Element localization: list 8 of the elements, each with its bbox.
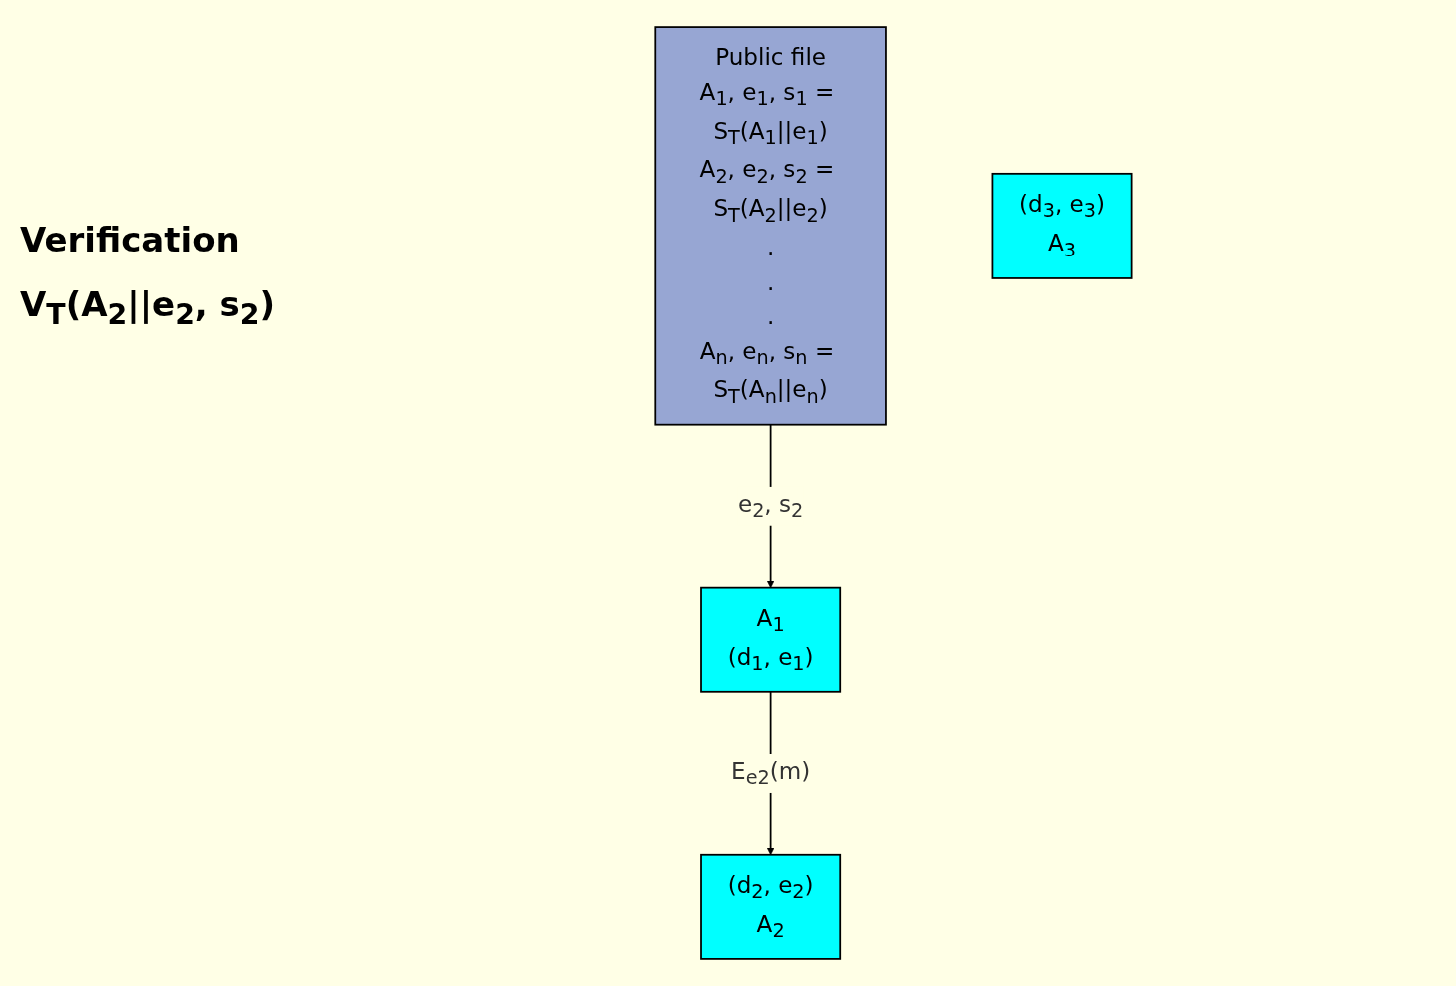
node-box: (d$_{3}$, e$_{3}$) A$_{3}$: [991, 172, 1133, 279]
edge-label: e$_{2}$, s$_{2}$: [737, 490, 803, 522]
edge-label: E$_{e2}$(m): [730, 757, 810, 789]
annotation-text: Verification: [20, 220, 241, 260]
annotation-text: V$_{T}$(A$_{2}$||e$_{2}$, s$_{2}$): [20, 284, 277, 331]
node-box: Public file A$_{1}$, e$_{1}$, s$_{1}$ = S$_{T}$(A$_{1}$||e$_{1}$) A$_{2}$, e$_{2}$, s$_{2}$ = S$_{T}$(A$_{2}$||e$_{2}$) . . . A$_{n}$, e$_{n}$, s$_{n}$ = S$_{T}$(A$_{n}$||e$_{n}$): [653, 26, 887, 426]
node-box: (d$_{2}$, e$_{2}$) A$_{2}$: [699, 853, 841, 960]
node-box: A$_{1}$ (d$_{1}$, e$_{1}$): [699, 586, 841, 693]
